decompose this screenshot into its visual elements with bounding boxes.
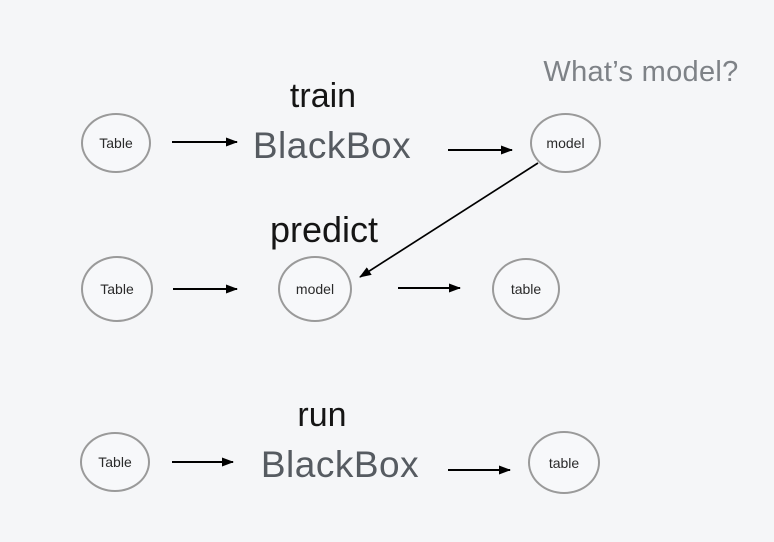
node-label: Table bbox=[100, 281, 134, 297]
node-label: table bbox=[548, 454, 580, 471]
node-label: model bbox=[295, 281, 335, 297]
predict-model-node: model bbox=[278, 256, 352, 322]
node-label: table bbox=[510, 281, 542, 297]
run-output-node: table bbox=[528, 431, 600, 494]
node-label: Table bbox=[99, 135, 133, 151]
whats-model-note: What’s model? bbox=[543, 56, 739, 88]
train-row-title: train bbox=[289, 77, 357, 115]
train-input-node: Table bbox=[81, 113, 151, 173]
node-label: Table bbox=[98, 454, 132, 470]
node-label: model bbox=[546, 135, 585, 151]
predict-output-node: table bbox=[492, 258, 560, 320]
predict-row-title: predict bbox=[269, 209, 379, 250]
run-input-node: Table bbox=[80, 432, 150, 492]
train-blackbox-label: BlackBox bbox=[252, 125, 412, 166]
train-output-model-node: model bbox=[530, 113, 601, 173]
run-row-title: run bbox=[297, 396, 347, 434]
run-blackbox-label: BlackBox bbox=[260, 444, 420, 485]
predict-input-node: Table bbox=[81, 256, 153, 322]
